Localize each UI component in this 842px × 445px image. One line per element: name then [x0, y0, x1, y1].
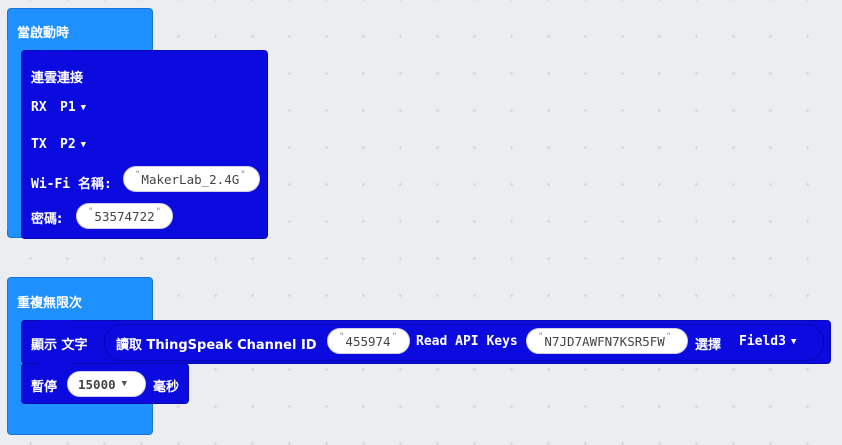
cloud-connect-title: 連雲連接: [31, 71, 84, 86]
field-value: Field3: [739, 334, 786, 349]
api-key-value: N7JD7AWFN7KSR5FW: [544, 333, 665, 349]
api-keys-label: Read API Keys: [416, 334, 518, 349]
triangle-down-icon: ▼: [121, 379, 128, 389]
pause-duration-dropdown[interactable]: 15000 ▼: [67, 371, 146, 397]
password-value: 53574722: [94, 208, 155, 224]
thingspeak-read-label: 讀取 ThingSpeak Channel ID: [116, 338, 317, 353]
show-text-label: 顯示 文字: [31, 338, 88, 353]
wifi-name-value: MakerLab_2.4G: [141, 171, 240, 187]
rx-pin-value: P1: [60, 100, 76, 115]
api-key-input[interactable]: "N7JD7AWFN7KSR5FW": [526, 328, 688, 354]
triangle-down-icon: ▼: [790, 336, 797, 347]
password-input[interactable]: "53574722": [76, 203, 173, 229]
tx-label: TX: [31, 137, 47, 152]
channel-id-input[interactable]: "455974": [327, 328, 410, 354]
thingspeak-read-reporter[interactable]: [104, 324, 824, 361]
tx-pin-dropdown[interactable]: P2 ▼: [60, 137, 86, 152]
triangle-down-icon: ▼: [80, 102, 87, 113]
field-dropdown[interactable]: Field3 ▼: [739, 334, 796, 349]
rx-label: RX: [31, 100, 47, 115]
password-label: 密碼:: [31, 212, 63, 227]
on-start-label: 當啟動時: [17, 26, 70, 41]
pause-duration-value: 15000: [78, 376, 116, 392]
triangle-down-icon: ▼: [80, 139, 87, 150]
channel-id-value: 455974: [345, 333, 391, 349]
pause-unit-label: 毫秒: [153, 380, 180, 395]
rx-pin-dropdown[interactable]: P1 ▼: [60, 100, 86, 115]
select-label: 選擇: [695, 338, 722, 353]
on-start-body: [7, 40, 21, 230]
tx-pin-value: P2: [60, 137, 76, 152]
forever-label: 重複無限次: [17, 296, 83, 311]
wifi-name-input[interactable]: "MakerLab_2.4G": [123, 166, 260, 192]
wifi-name-label: Wi-Fi 名稱:: [31, 177, 112, 192]
pause-label: 暫停: [31, 380, 58, 395]
